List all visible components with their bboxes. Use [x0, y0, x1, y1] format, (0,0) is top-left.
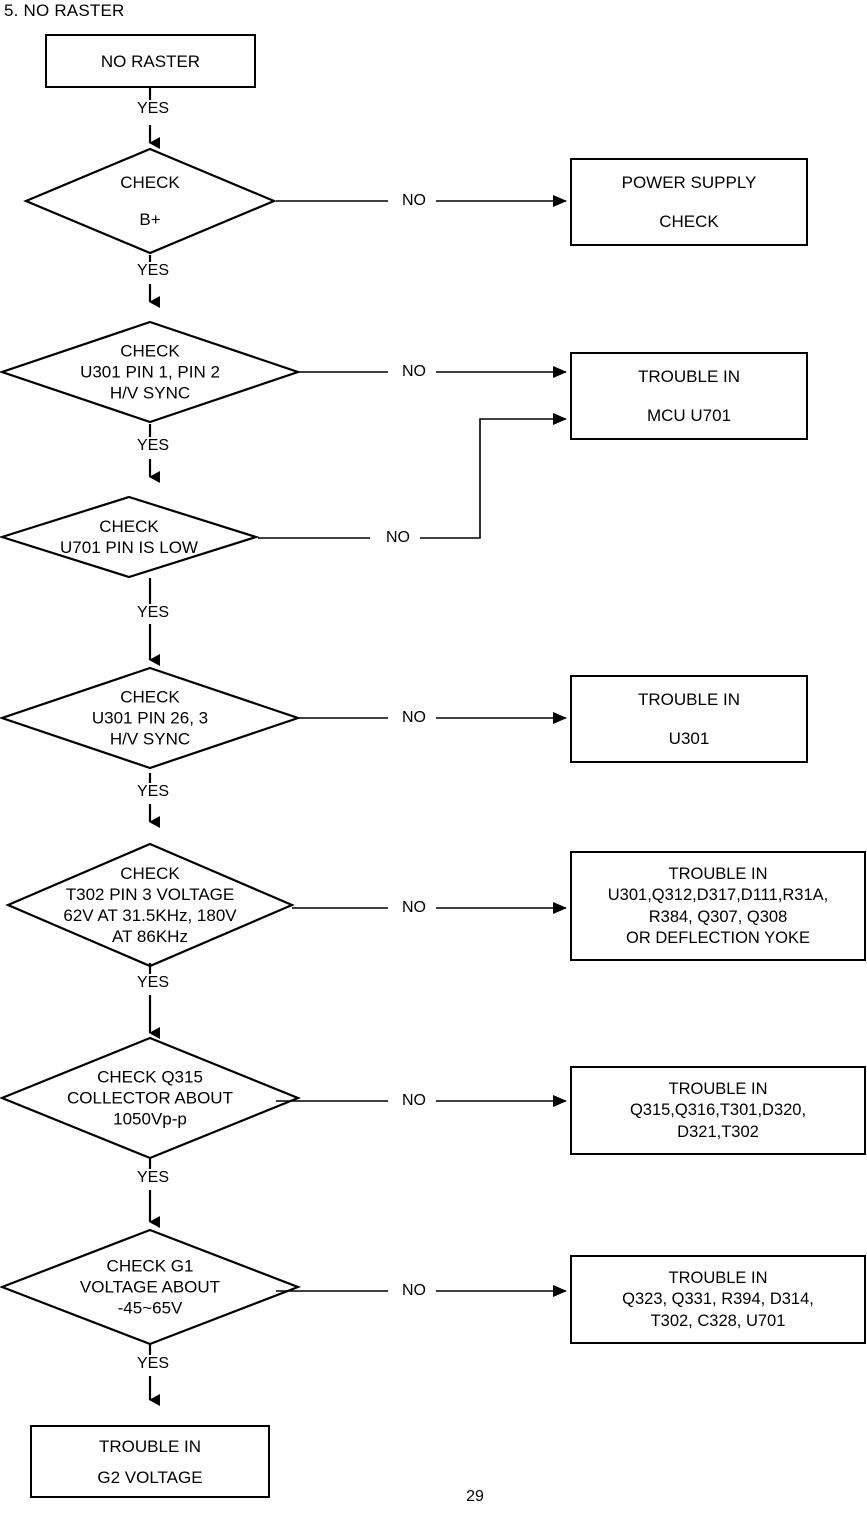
diamond-shape [0, 495, 260, 579]
node-d6-line-2: COLLECTOR ABOUT [67, 1088, 233, 1108]
node-d4-line-2: U301 PIN 26, 3 [91, 708, 209, 728]
node-end-trouble-g2-voltage[interactable]: TROUBLE IN G2 VOLTAGE [30, 1425, 270, 1498]
node-d4-line-1: CHECK [120, 687, 180, 707]
node-r5-line-1: TROUBLE IN [668, 1079, 768, 1098]
node-r1-line-1: POWER SUPPLY [621, 173, 757, 192]
node-r4-line-4: OR DEFLECTION YOKE [626, 929, 810, 947]
node-r2-line-1: TROUBLE IN [637, 367, 741, 386]
node-r6-line-2: Q323, Q331, R394, D314, [622, 1290, 814, 1309]
edge-label-no-2: NO [392, 363, 436, 381]
node-d7-line-1: CHECK G1 [106, 1256, 194, 1276]
node-d3-line-1: CHECK [99, 517, 159, 536]
node-d2-text: CHECK U301 PIN 1, PIN 2 H/V SYNC [80, 341, 220, 404]
diamond-shape [0, 320, 302, 424]
node-result-trouble-q323-list[interactable]: TROUBLE IN Q323, Q331, R394, D314, T302,… [570, 1255, 866, 1344]
edge-label-no-1: NO [392, 192, 436, 210]
node-d2-line-2: U301 PIN 1, PIN 2 [80, 362, 220, 382]
node-end-line-1: TROUBLE IN [98, 1436, 202, 1456]
node-d1-line-2: B+ [139, 210, 161, 229]
node-d3-text: CHECK U701 PIN IS LOW [60, 516, 198, 558]
node-start-no-raster[interactable]: NO RASTER [45, 34, 256, 88]
node-r6-line-1: TROUBLE IN [668, 1268, 768, 1287]
node-result-power-supply-check[interactable]: POWER SUPPLY CHECK [570, 158, 808, 246]
node-decision-check-g1-voltage[interactable]: CHECK G1 VOLTAGE ABOUT -45~65V [0, 1228, 302, 1346]
diamond-shape [0, 1036, 301, 1160]
node-result-trouble-u301[interactable]: TROUBLE IN U301 [570, 675, 808, 763]
node-decision-check-b-plus[interactable]: CHECK B+ [23, 147, 277, 255]
node-result-trouble-q315-list[interactable]: TROUBLE IN Q315,Q316,T301,D320, D321,T30… [570, 1066, 866, 1155]
node-d1-text: CHECK B+ [120, 172, 180, 230]
node-end-line-2: G2 VOLTAGE [97, 1467, 203, 1487]
diamond-shape [0, 1228, 302, 1346]
edge-label-no-6: NO [392, 1092, 436, 1110]
node-d3-line-2: U701 PIN IS LOW [60, 538, 198, 557]
edge-label-yes-2: YES [122, 262, 184, 280]
node-d7-text: CHECK G1 VOLTAGE ABOUT -45~65V [80, 1256, 220, 1319]
node-d5-line-4: AT 86KHz [112, 927, 188, 946]
node-d7-line-2: VOLTAGE ABOUT [79, 1277, 221, 1297]
node-r5-line-2: Q315,Q316,T301,D320, [629, 1101, 807, 1120]
edge-label-no-5: NO [392, 899, 436, 917]
diamond-shape [23, 147, 277, 255]
node-decision-check-t302-pin3-voltage[interactable]: CHECK T302 PIN 3 VOLTAGE 62V AT 31.5KHz,… [5, 842, 295, 968]
node-decision-check-q315-collector[interactable]: CHECK Q315 COLLECTOR ABOUT 1050Vp-p [0, 1036, 301, 1160]
edge-label-yes-1: YES [122, 100, 184, 118]
page-number: 29 [466, 1488, 484, 1505]
edge-label-no-4: NO [392, 709, 436, 727]
edge-label-no-7: NO [392, 1282, 436, 1300]
node-decision-check-u301-pin26-3[interactable]: CHECK U301 PIN 26, 3 H/V SYNC [0, 666, 302, 770]
node-result-trouble-mcu-u701[interactable]: TROUBLE IN MCU U701 [570, 352, 808, 440]
edge-label-no-3: NO [376, 529, 420, 547]
node-d5-line-2: T302 PIN 3 VOLTAGE [65, 885, 235, 904]
node-r5-line-3: D321,T302 [677, 1122, 759, 1141]
node-r4-line-1: TROUBLE IN [668, 864, 768, 883]
node-d7-line-3: -45~65V [117, 1298, 183, 1318]
node-d5-line-1: CHECK [120, 864, 180, 883]
node-decision-check-u701-pin-is-low[interactable]: CHECK U701 PIN IS LOW [0, 495, 260, 579]
node-d4-text: CHECK U301 PIN 26, 3 H/V SYNC [92, 687, 208, 750]
edge-label-yes-6: YES [122, 974, 184, 992]
diamond-shape [0, 666, 302, 770]
node-d2-line-3: H/V SYNC [109, 383, 191, 403]
diamond-shape [5, 842, 295, 968]
edge-label-yes-4: YES [122, 604, 184, 622]
node-d5-line-3: 62V AT 31.5KHz, 180V [63, 906, 237, 925]
node-d6-line-3: 1050Vp-p [113, 1109, 187, 1129]
node-r1-line-2: CHECK [659, 212, 719, 231]
node-r4-line-3: R384, Q307, Q308 [648, 907, 788, 926]
node-d4-line-3: H/V SYNC [109, 729, 191, 749]
node-d6-text: CHECK Q315 COLLECTOR ABOUT 1050Vp-p [67, 1067, 233, 1130]
page-title: 5. NO RASTER [4, 1, 125, 20]
edge-label-yes-5: YES [122, 783, 184, 801]
node-start-line-1: NO RASTER [100, 51, 201, 71]
node-r3-line-1: TROUBLE IN [637, 690, 741, 709]
node-r4-line-2: U301,Q312,D317,D111,R31A, [607, 886, 829, 904]
node-d2-line-1: CHECK [120, 341, 180, 361]
edge-label-yes-3: YES [122, 437, 184, 455]
edge-label-yes-7: YES [122, 1169, 184, 1187]
node-r3-line-2: U301 [668, 729, 710, 748]
node-d6-line-1: CHECK Q315 [97, 1067, 203, 1087]
node-result-trouble-u301-q312-list[interactable]: TROUBLE IN U301,Q312,D317,D111,R31A, R38… [570, 851, 866, 961]
node-decision-check-u301-pin1-pin2[interactable]: CHECK U301 PIN 1, PIN 2 H/V SYNC [0, 320, 302, 424]
node-r6-line-3: T302, C328, U701 [650, 1311, 786, 1330]
node-d5-text: CHECK T302 PIN 3 VOLTAGE 62V AT 31.5KHz,… [63, 863, 236, 947]
node-r2-line-2: MCU U701 [646, 406, 732, 425]
node-d1-line-1: CHECK [120, 173, 180, 192]
edge-d3-r2-b [412, 413, 567, 539]
edge-label-yes-8: YES [122, 1355, 184, 1373]
